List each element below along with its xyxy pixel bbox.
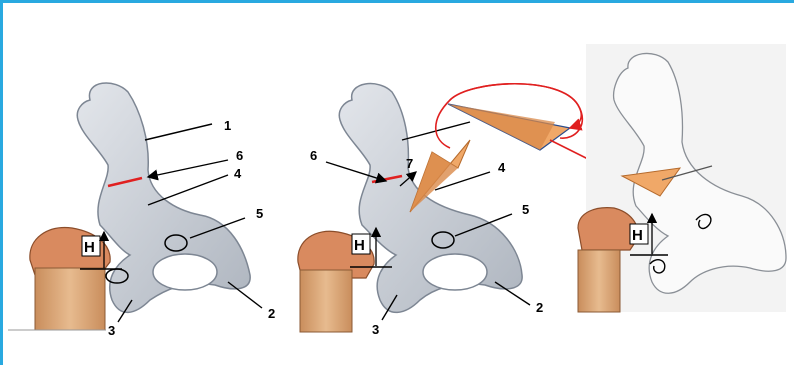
label-7: 7 bbox=[406, 156, 413, 171]
label-2: 2 bbox=[268, 306, 275, 321]
panel-3: H bbox=[578, 44, 786, 312]
large-wedge-shade bbox=[448, 104, 555, 150]
label-3: 3 bbox=[372, 322, 379, 337]
obturator-foramen bbox=[423, 254, 487, 290]
femoral-shaft bbox=[300, 270, 352, 332]
label-3: 3 bbox=[108, 323, 115, 338]
h-label: H bbox=[354, 237, 365, 254]
h-label: H bbox=[632, 227, 643, 244]
leader-1 bbox=[145, 124, 212, 140]
label-4: 4 bbox=[234, 166, 242, 181]
obturator-foramen bbox=[153, 254, 217, 290]
leader-4 bbox=[148, 175, 228, 205]
label-6: 6 bbox=[310, 148, 317, 163]
femoral-shaft bbox=[578, 250, 620, 312]
panel-1: H 1 6 4 5 2 3 bbox=[8, 83, 275, 338]
label-2: 2 bbox=[536, 300, 543, 315]
h-label: H bbox=[84, 239, 95, 256]
label-1: 1 bbox=[224, 118, 231, 133]
femoral-shaft bbox=[35, 268, 105, 330]
label-6: 6 bbox=[236, 148, 243, 163]
label-5: 5 bbox=[256, 206, 263, 221]
label-5: 5 bbox=[522, 202, 529, 217]
label-4: 4 bbox=[498, 160, 506, 175]
leader-6 bbox=[148, 160, 228, 177]
